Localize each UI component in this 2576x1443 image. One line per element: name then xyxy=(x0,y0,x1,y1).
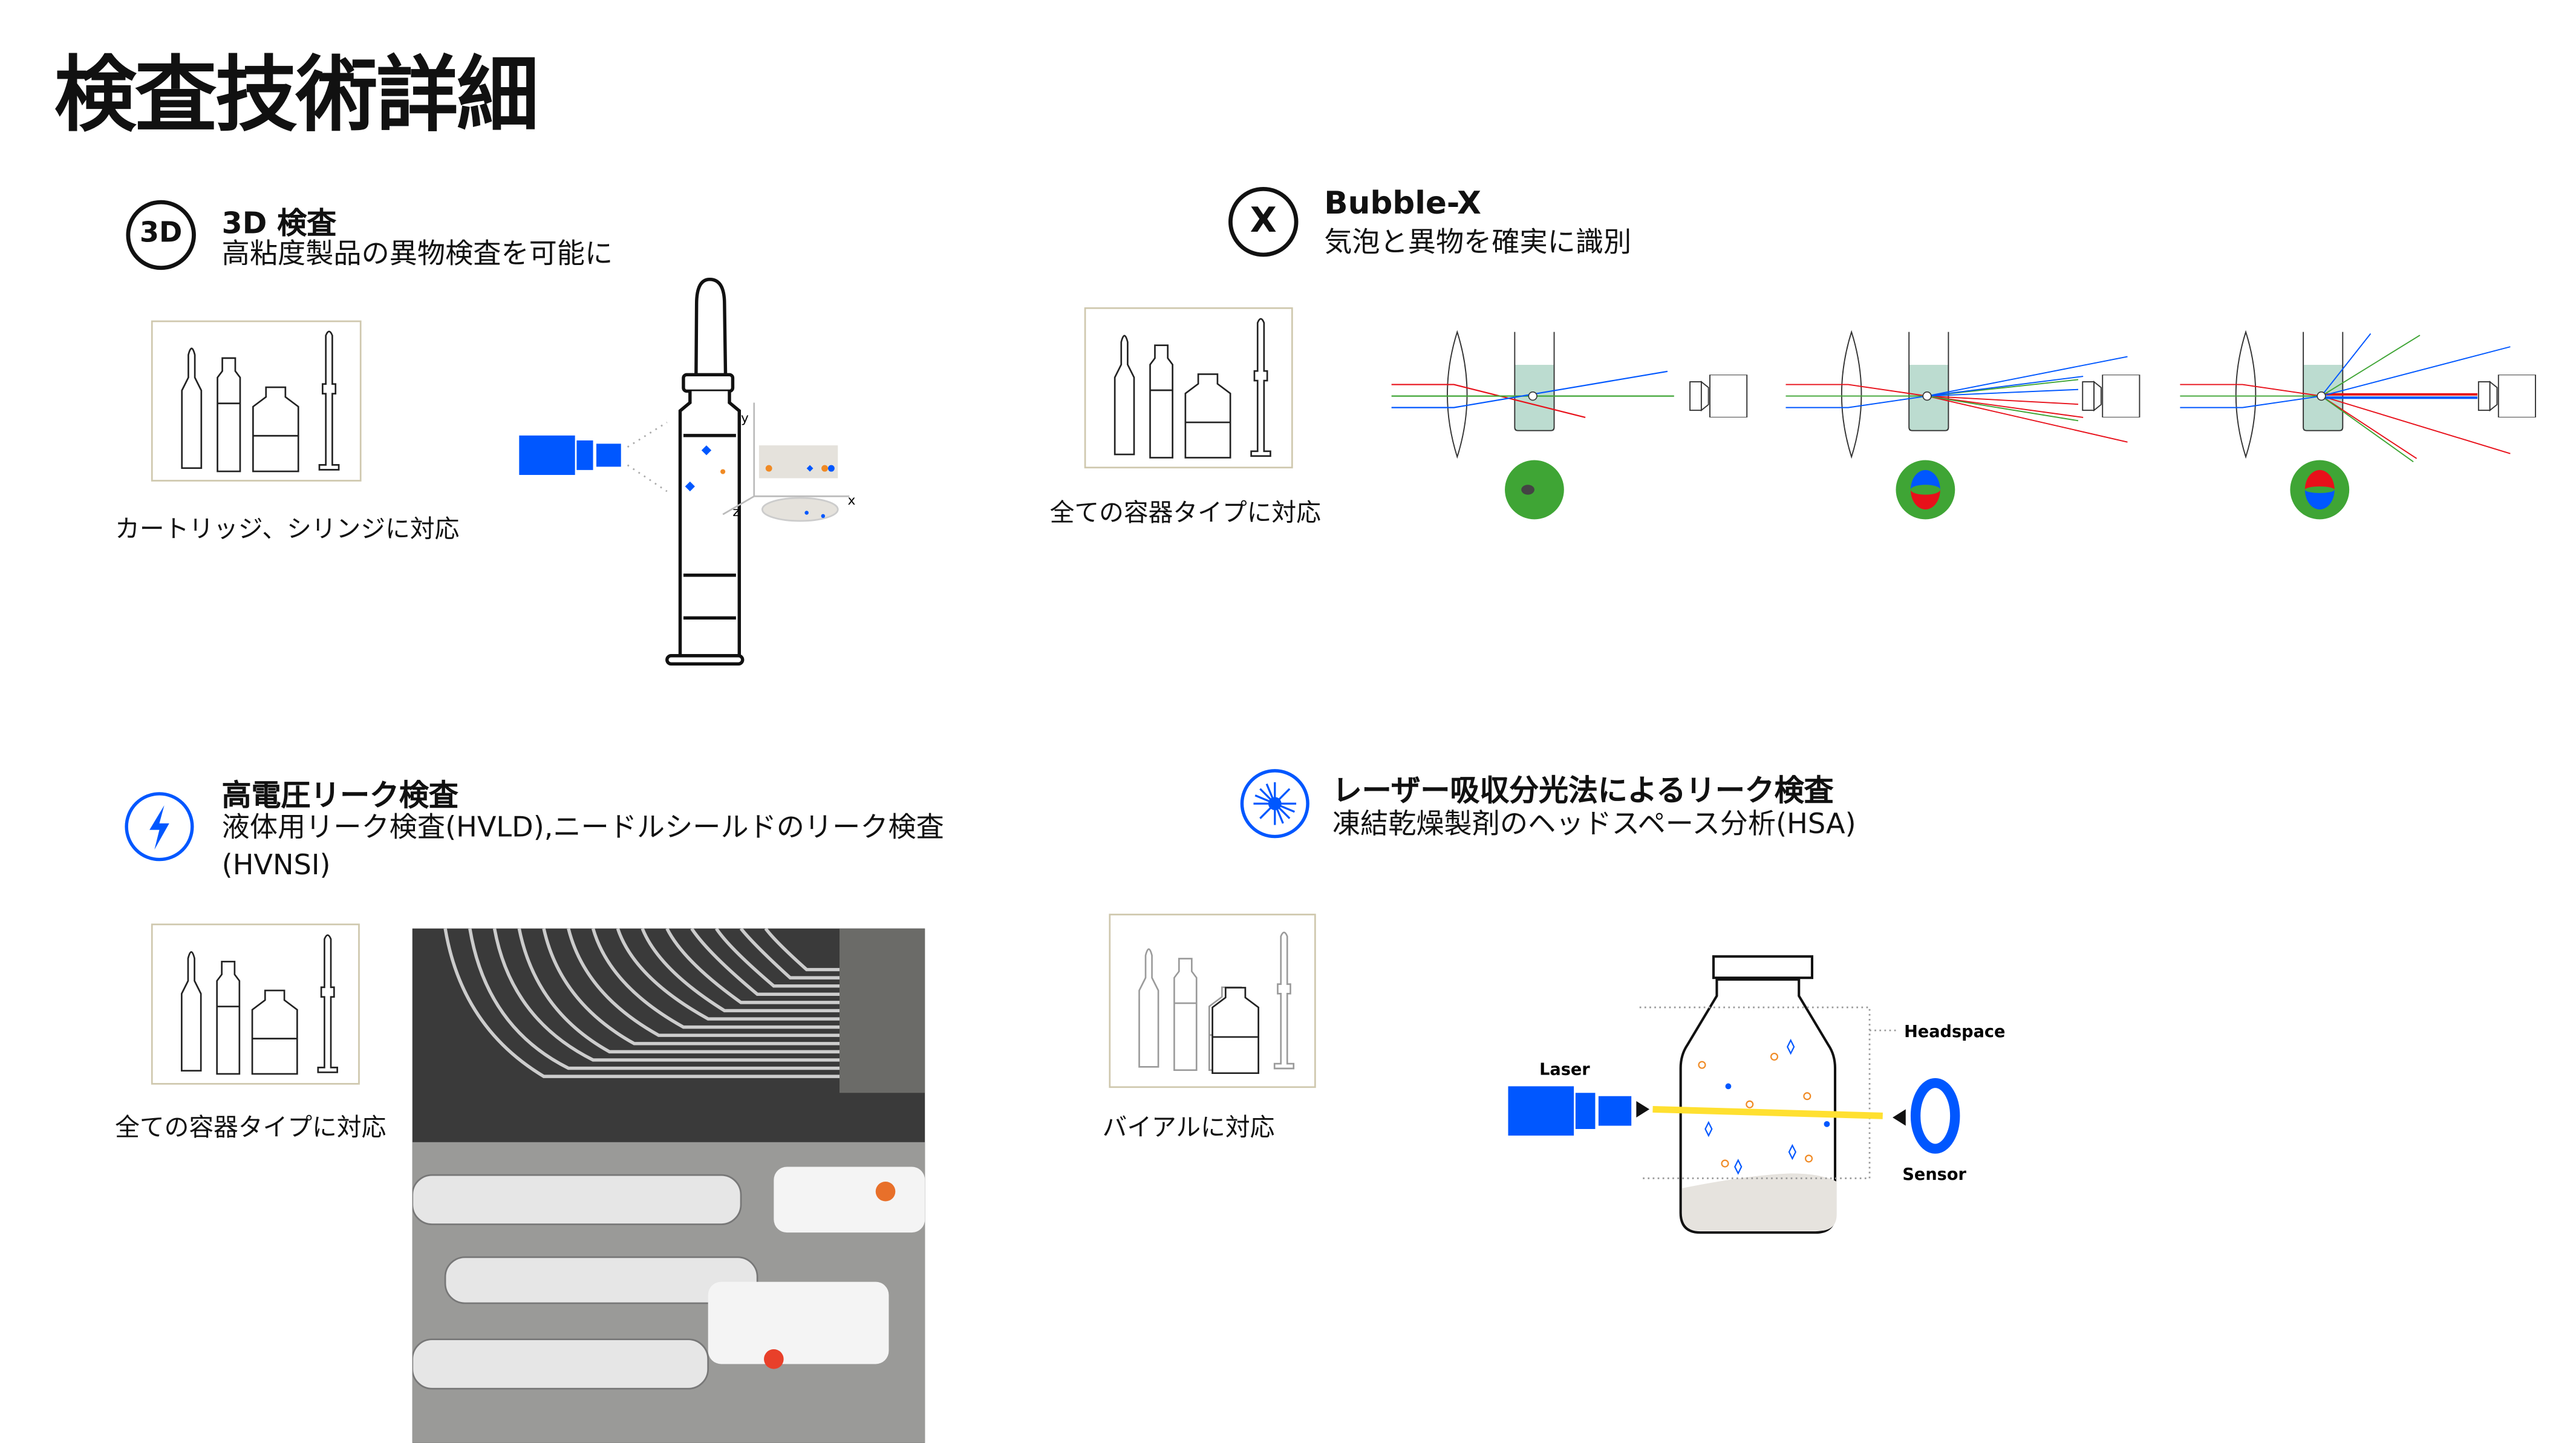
section-3d-subtitle: 高粘度製品の異物検査を可能に xyxy=(221,238,613,272)
optic-diagram-bubble-near xyxy=(1782,329,2147,532)
laser-icon xyxy=(1239,767,1311,846)
section-hv-subtitle-line1: 液体用リーク検査(HVLD),ニードルシールドのリーク検査 xyxy=(221,811,944,845)
section-3d-title: 3D 検査 xyxy=(221,207,337,242)
camera-icon xyxy=(519,435,621,475)
optic-diagram-particle xyxy=(1388,329,1753,532)
optic-diagram-bubble-far xyxy=(2177,329,2542,532)
section-hv-subtitle-line2: (HVNSI) xyxy=(221,849,331,883)
particle-markers xyxy=(685,445,726,492)
headspace-analysis-diagram: Laser Headspace Sensor xyxy=(1495,945,2021,1280)
laser-device-icon xyxy=(1508,1086,1632,1136)
page-title: 検査技術詳細 xyxy=(54,47,539,143)
vial-icon xyxy=(1679,955,1837,1234)
section-laser-caption: バイアルに対応 xyxy=(1102,1112,1275,1142)
container-types-thumbnail xyxy=(1084,307,1293,469)
section-laser-subtitle: 凍結乾燥製剤のヘッドスペース分析(HSA) xyxy=(1332,808,1856,842)
axis-z-label: z xyxy=(732,505,739,520)
section-3d-caption: カートリッジ、シリンジに対応 xyxy=(115,514,460,545)
hv-machine-photo xyxy=(412,928,925,1443)
headspace-label: Headspace xyxy=(1904,1023,2005,1041)
section-hv-caption: 全ての容器タイプに対応 xyxy=(115,1112,386,1142)
section-bubblex-caption: 全ての容器タイプに対応 xyxy=(1049,498,1321,528)
vial-thumbnail xyxy=(1109,914,1316,1088)
laser-label: Laser xyxy=(1539,1060,1590,1079)
3d-icon-label: 3D xyxy=(139,217,183,250)
lightning-icon xyxy=(123,790,196,869)
3d-icon: 3D xyxy=(125,199,197,278)
section-hv-title: 高電圧リーク検査 xyxy=(221,779,458,814)
syringe-icon xyxy=(665,278,745,666)
sensor-icon xyxy=(1910,1078,1960,1154)
section-laser-title: レーザー吸収分光法によるリーク検査 xyxy=(1332,774,1834,809)
sensor-label: Sensor xyxy=(1902,1165,1966,1184)
section-bubblex-subtitle: 気泡と異物を確実に識別 xyxy=(1324,226,1632,260)
container-types-thumbnail xyxy=(151,923,360,1085)
container-types-thumbnail xyxy=(151,320,362,482)
axis-y-label: y xyxy=(741,411,749,426)
axis-x-label: x xyxy=(848,493,856,508)
3d-inspection-diagram: y x z xyxy=(509,271,887,680)
bubble-x-icon: X xyxy=(1227,186,1300,264)
bubble-x-icon-label: X xyxy=(1250,200,1277,240)
section-bubblex-title: Bubble-X xyxy=(1324,185,1481,222)
